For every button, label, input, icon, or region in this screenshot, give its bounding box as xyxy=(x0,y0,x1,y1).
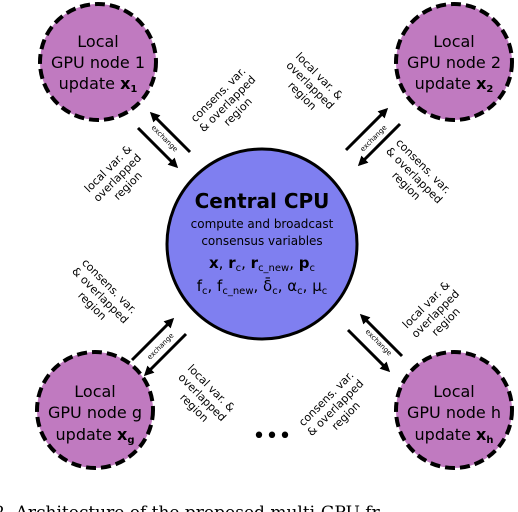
central-cpu-node: Central CPU compute and broadcast consen… xyxy=(165,147,359,341)
local-label-nodeg: local var. & overlapped region xyxy=(166,362,240,436)
gpu-node-2: Local GPU node 2 update x2 xyxy=(394,2,514,122)
arrow-cpu-to-node1 xyxy=(149,111,192,154)
arrow-cpu-to-nodeg xyxy=(143,332,188,377)
arrow-cpu-to-nodeh xyxy=(346,328,391,373)
gpu-node-2-line1: Local xyxy=(433,32,474,51)
cpu-description-line2: consensus variables xyxy=(201,234,322,248)
gpu-node-h-line2: GPU node h xyxy=(407,403,501,422)
gpu-node-g-line1: Local xyxy=(74,382,115,401)
gpu-node-1-line1: Local xyxy=(77,32,118,51)
cpu-title: Central CPU xyxy=(195,189,330,213)
arrow-node1-to-cpu xyxy=(136,126,179,169)
gpu-node-h-line1: Local xyxy=(433,382,474,401)
arrow-nodeg-to-cpu xyxy=(130,317,175,362)
cpu-vars-line1: x, rc, rc_new, pc xyxy=(209,254,315,274)
gpu-node-g-circle xyxy=(35,350,155,470)
figure-caption: 2. Architecture of the proposed multi-GP… xyxy=(0,503,381,512)
gpu-node-2-line3: update x2 xyxy=(415,74,494,95)
gpu-node-g-line3: update xg xyxy=(56,425,135,446)
cpu-vars-line2: fc, fc_new, δ̄c, αc, μc xyxy=(197,276,328,297)
consens-label-node1: consens. var. & overlapped region xyxy=(187,61,269,143)
central-cpu-circle xyxy=(165,147,359,341)
local-label-node2: local var. & overlapped region xyxy=(274,50,348,124)
consens-label-nodeh: consens. var. & overlapped region xyxy=(295,365,377,447)
gpu-node-h-circle xyxy=(394,350,514,470)
gpu-node-h: Local GPU node h update xh xyxy=(394,350,514,470)
consens-label-node2: consens. var. & overlapped region xyxy=(374,135,456,217)
ellipsis-more-nodes: ••• xyxy=(253,424,292,449)
gpu-node-g: Local GPU node g update xg xyxy=(35,350,155,470)
gpu-node-1: Local GPU node 1 update x1 xyxy=(38,2,158,122)
cpu-description-line1: compute and broadcast xyxy=(191,217,334,231)
arrow-cpu-to-node2 xyxy=(344,107,389,152)
exchange-label-nodeg: exchange xyxy=(146,332,176,362)
gpu-node-2-circle xyxy=(394,2,514,122)
gpu-node-1-line3: update x1 xyxy=(59,74,138,95)
local-label-node1: local var. & overlapped region xyxy=(82,140,156,214)
local-label-nodeh: local var. & overlapped region xyxy=(400,276,474,350)
gpu-node-2-line2: GPU node 2 xyxy=(407,53,501,72)
gpu-node-g-line2: GPU node g xyxy=(48,403,142,422)
gpu-node-1-circle xyxy=(38,2,158,122)
gpu-node-h-line3: update xh xyxy=(415,425,494,446)
consens-label-nodeg: consens. var. & overlapped region xyxy=(60,255,142,337)
gpu-node-1-line2: GPU node 1 xyxy=(51,53,145,72)
arrow-node2-to-cpu xyxy=(357,122,402,167)
arrow-nodeh-to-cpu xyxy=(359,313,404,358)
